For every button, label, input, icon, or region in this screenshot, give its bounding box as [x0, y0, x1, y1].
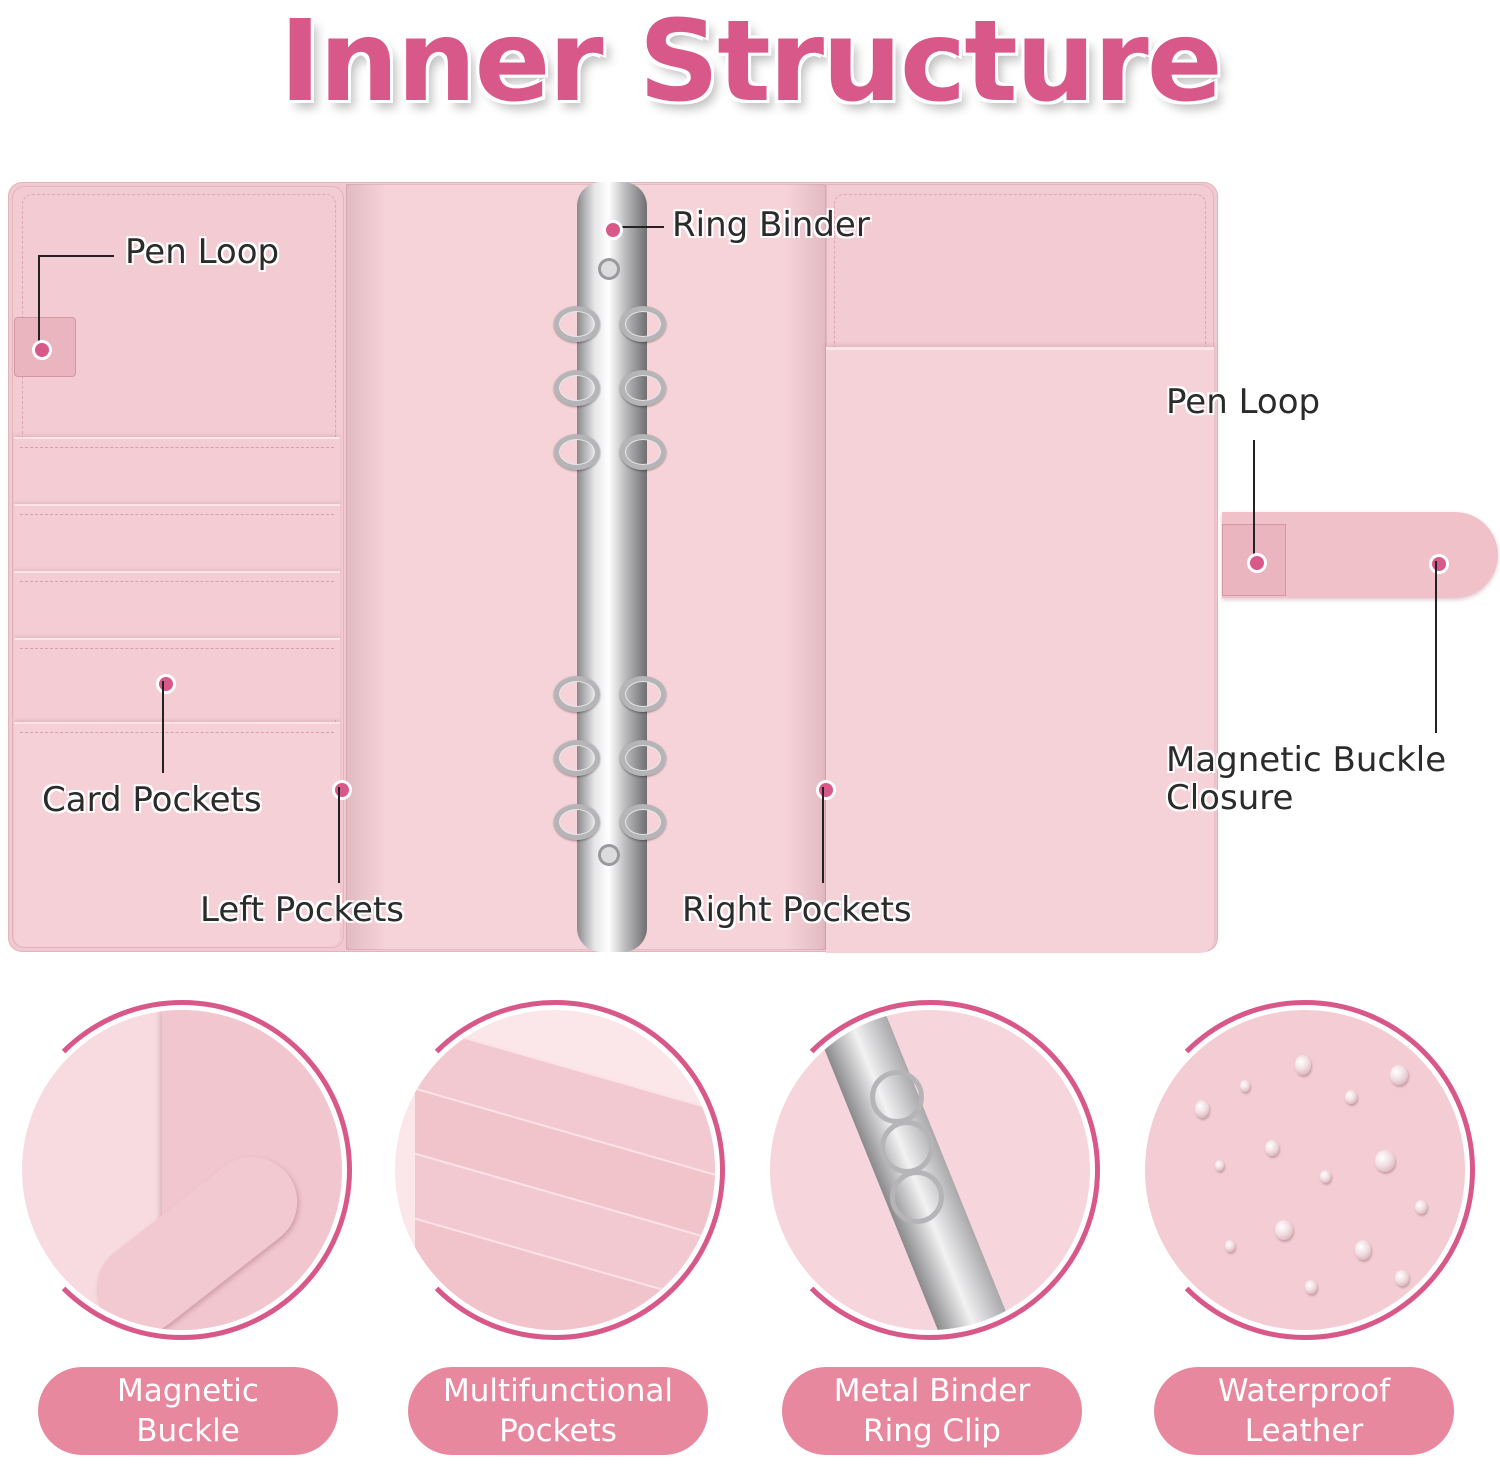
center-shadow-right	[786, 184, 826, 950]
pen-loop-right-label: Pen Loop	[1166, 382, 1321, 422]
callout-dot	[816, 780, 836, 800]
binder-illustration	[8, 182, 1218, 953]
leader-line	[1253, 440, 1255, 560]
binder-ring	[620, 676, 666, 712]
leader-line	[822, 787, 824, 883]
page-title: Inner Structure	[279, 0, 1222, 127]
callout-dot	[603, 220, 623, 240]
magnetic-buckle-label-line2: Closure	[1166, 778, 1294, 818]
magnetic-buckle-closeup	[22, 1010, 342, 1330]
callout-dot	[1247, 553, 1267, 573]
center-shadow-left	[346, 184, 386, 950]
binder-ring	[620, 804, 666, 840]
binder-ring	[620, 434, 666, 470]
right-pocket	[826, 347, 1214, 953]
feature-magnetic-buckle-image	[12, 1000, 352, 1340]
binder-ring	[620, 370, 666, 406]
card-pocket	[14, 638, 340, 720]
spine-rivet-bottom	[598, 844, 620, 866]
binder-ring	[620, 306, 666, 342]
callout-dot	[32, 340, 52, 360]
leader-line	[162, 681, 164, 773]
left-pockets-label: Left Pockets	[200, 890, 404, 930]
card-pockets-label: Card Pockets	[42, 780, 262, 820]
feature-waterproof-image	[1135, 1000, 1475, 1340]
binder-ring	[554, 370, 600, 406]
binder-ring	[554, 676, 600, 712]
leader-line	[38, 255, 40, 347]
leader-line	[338, 787, 340, 883]
card-pocket	[14, 437, 340, 505]
waterproof-closeup	[1145, 1010, 1465, 1330]
leader-line	[1435, 561, 1437, 733]
ring-binder-label: Ring Binder	[672, 205, 870, 245]
right-pockets-label: Right Pockets	[682, 890, 912, 930]
magnetic-buckle-label-line1: Magnetic Buckle	[1166, 740, 1447, 780]
feature-pockets-image	[385, 1000, 725, 1340]
callout-dot	[332, 780, 352, 800]
feature-ring-clip-image	[760, 1000, 1100, 1340]
pen-loop-left-label: Pen Loop	[125, 232, 280, 272]
leader-line	[610, 226, 664, 228]
leader-line	[38, 255, 114, 257]
binder-ring	[554, 804, 600, 840]
binder-ring	[554, 306, 600, 342]
card-pocket	[14, 571, 340, 639]
ring-clip-closeup	[770, 1010, 1090, 1330]
left-pocket-front	[14, 722, 340, 946]
pockets-closeup	[395, 1010, 715, 1330]
binder-ring	[554, 434, 600, 470]
callout-dot	[1429, 554, 1449, 574]
binder-ring	[554, 740, 600, 776]
card-pocket	[14, 504, 340, 572]
spine-rivet-top	[598, 258, 620, 280]
callout-dot	[156, 674, 176, 694]
binder-ring	[620, 740, 666, 776]
